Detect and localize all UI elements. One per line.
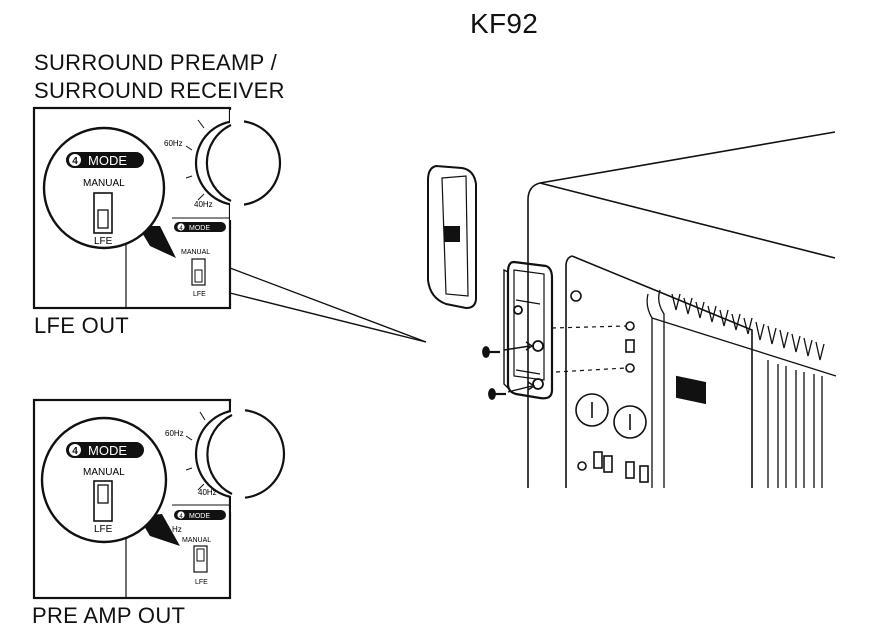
mounting-screw-1 — [482, 346, 500, 358]
mode-switch-slider — [97, 484, 109, 504]
mode-number: 4 — [72, 446, 78, 457]
mode-switch-slider — [97, 209, 109, 229]
freq-high-label: 60Hz — [164, 139, 183, 148]
wireless-module — [427, 164, 554, 400]
subwoofer-unit — [527, 131, 837, 488]
svg-text:MODE: MODE — [189, 513, 210, 520]
svg-text:MODE: MODE — [189, 225, 210, 232]
callout-lines — [229, 267, 427, 343]
mode-label: MODE — [88, 443, 127, 458]
panel-frame — [32, 398, 232, 600]
preamp-out-caption: PRE AMP OUT — [32, 603, 186, 628]
manual-label: MANUAL — [83, 178, 125, 189]
lfe-label: LFE — [94, 236, 113, 247]
freq-low-label: 40Hz — [198, 488, 217, 497]
freq-low-label: 40Hz — [194, 200, 213, 209]
small-lfe-label: LFE — [193, 291, 206, 298]
preamp-out-panel: 60Hz 40Hz 4 MODE Hz MANUAL LFE 4 MODE MA… — [32, 398, 286, 600]
model-title: KF92 — [470, 8, 539, 39]
freq-high-label: 60Hz — [165, 429, 184, 438]
module-bracket — [506, 260, 554, 400]
heatsink-fins — [646, 289, 837, 488]
small-manual-label: MANUAL — [182, 537, 211, 544]
mode-badge — [66, 152, 144, 168]
panel-logo — [676, 375, 706, 405]
small-mode-badge — [174, 222, 226, 232]
small-lfe-label: LFE — [195, 579, 208, 586]
module-cover — [427, 164, 477, 310]
panel-knob-2 — [613, 405, 647, 439]
back-panel — [565, 255, 753, 488]
mode-number: 4 — [72, 156, 78, 167]
hz-label: Hz — [172, 525, 182, 534]
cabinet-outline — [527, 131, 836, 488]
mounting-screw-2 — [488, 388, 506, 400]
lfe-out-caption: LFE OUT — [34, 313, 129, 338]
insert-arrow-2 — [507, 385, 533, 393]
lfe-out-panel: 60Hz 40Hz 4 MODE MANUAL LFE 4 MODE MANUA… — [32, 106, 282, 310]
small-mode-badge — [174, 510, 226, 520]
mode-label: MODE — [88, 153, 127, 168]
panel-knob-1 — [575, 393, 609, 427]
lfe-label: LFE — [94, 524, 113, 535]
mode-badge — [66, 442, 144, 458]
svg-text:4: 4 — [179, 226, 183, 232]
small-manual-label: MANUAL — [181, 249, 210, 256]
manual-label: MANUAL — [83, 467, 125, 478]
heading-line-2: SURROUND RECEIVER — [34, 78, 285, 103]
svg-text:4: 4 — [179, 514, 183, 520]
heading-line-1: SURROUND PREAMP / — [34, 50, 278, 75]
insert-arrow-1 — [503, 345, 531, 351]
cover-logo — [444, 226, 460, 242]
